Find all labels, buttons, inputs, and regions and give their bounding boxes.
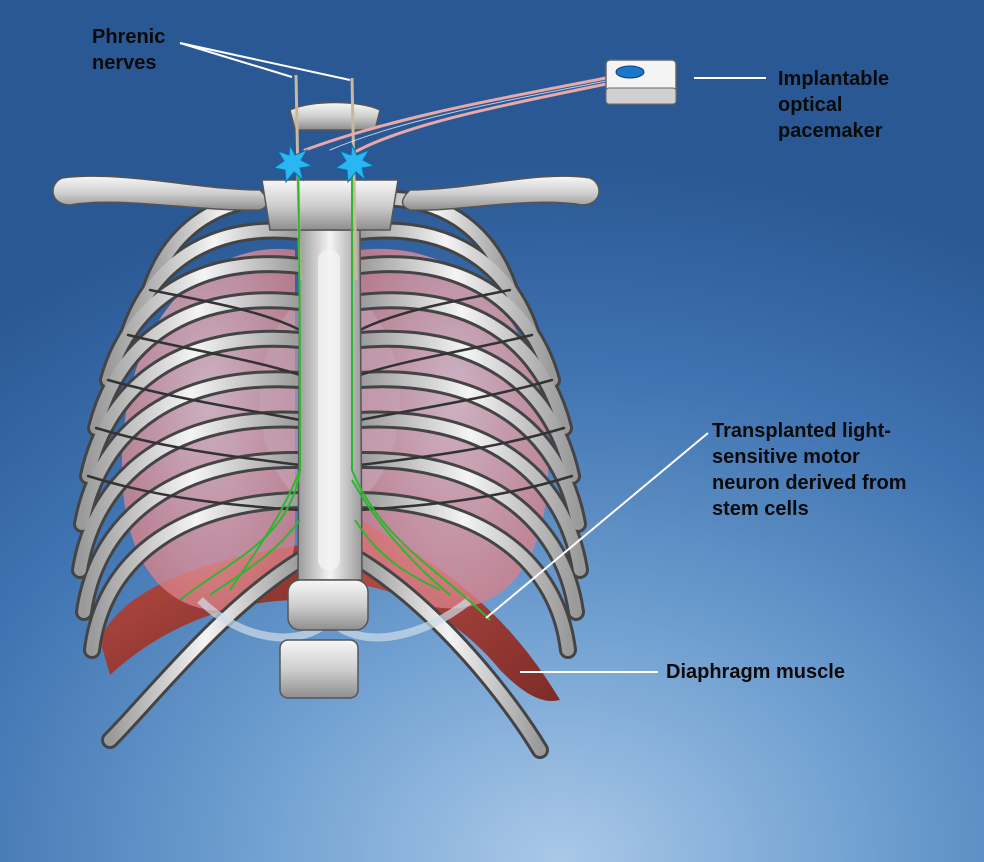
label-line: nerves <box>92 52 157 74</box>
clavicles <box>52 175 600 211</box>
vertebrae <box>279 579 369 699</box>
pacemaker-device <box>605 59 677 105</box>
leader-lines <box>179 42 766 673</box>
label-transplanted-neuron: Transplanted light- sensitive motor neur… <box>712 418 906 522</box>
label-line: Transplanted light- <box>712 420 891 442</box>
label-line: Diaphragm muscle <box>666 661 845 683</box>
label-line: neuron derived from <box>712 472 907 494</box>
label-diaphragm-muscle: Diaphragm muscle <box>666 659 845 685</box>
optical-fiber-leads <box>303 76 608 154</box>
label-line: sensitive motor <box>712 446 860 468</box>
light-burst-left <box>272 143 314 184</box>
light-burst-right <box>334 143 376 184</box>
label-line: pacemaker <box>778 120 883 142</box>
label-line: stem cells <box>712 498 809 520</box>
label-line: Phrenic <box>92 26 166 48</box>
transplanted-neurons <box>179 169 491 621</box>
sternum <box>297 229 363 581</box>
label-line: optical <box>778 94 843 116</box>
ribs <box>71 189 589 759</box>
label-line: Implantable <box>778 68 890 90</box>
label-implantable-optical-pacemaker: Implantable optical pacemaker <box>778 66 889 144</box>
label-phrenic-nerves: Phrenic nerves <box>92 24 165 76</box>
manubrium <box>261 101 399 231</box>
